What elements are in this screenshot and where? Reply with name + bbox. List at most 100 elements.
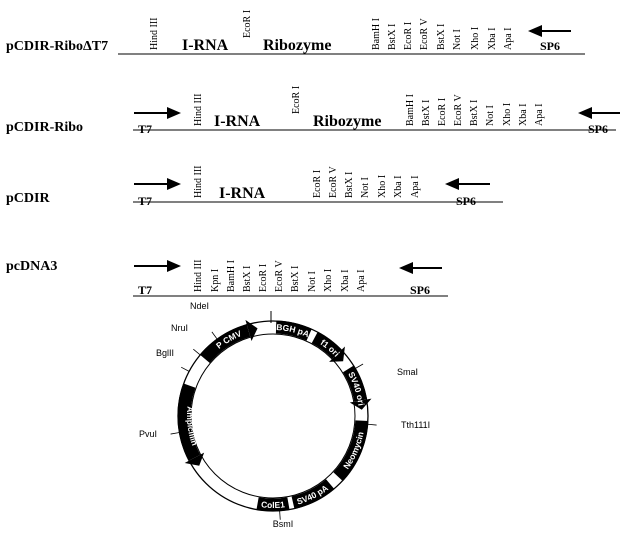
restriction-site-label: BstX I bbox=[242, 266, 253, 292]
restriction-site-label: Xho I bbox=[502, 103, 513, 126]
restriction-site-label: BamH I bbox=[226, 260, 237, 292]
segment-sv40-ori-arrowhead bbox=[349, 398, 372, 410]
restriction-site-label: EcoR I bbox=[312, 170, 323, 198]
restriction-site-label: BstX I bbox=[290, 266, 301, 292]
restriction-site-label: Hind III bbox=[193, 94, 204, 127]
segment-bgh-pa-band bbox=[275, 320, 312, 341]
restriction-site-label: EcoR I bbox=[242, 10, 253, 38]
restriction-site-label: Kpn I bbox=[210, 269, 221, 292]
restriction-site-label: Xho I bbox=[470, 27, 481, 50]
segment-f1-ori-band bbox=[311, 331, 342, 359]
site-tick bbox=[180, 366, 190, 372]
t7-arrow-head bbox=[167, 260, 181, 272]
restriction-site-label: Xho I bbox=[323, 269, 334, 292]
ribozyme-label: Ribozyme bbox=[313, 113, 381, 130]
plasmid-site-label: PvuI bbox=[139, 429, 157, 439]
restriction-site-label: Xba I bbox=[518, 104, 529, 127]
restriction-site-label: EcoR I bbox=[291, 86, 302, 114]
plasmid-inner-circle bbox=[190, 333, 356, 499]
segment-ampicillin-band bbox=[177, 383, 201, 461]
restriction-site-label: BstX I bbox=[421, 100, 432, 126]
segment-cole1-band bbox=[256, 497, 290, 512]
sp6-arrow-head bbox=[445, 178, 459, 190]
restriction-site-label: EcoR V bbox=[328, 165, 339, 198]
site-tick bbox=[279, 510, 281, 520]
t7-arrow-head bbox=[167, 107, 181, 119]
t7-label: T7 bbox=[138, 283, 152, 297]
sp6-arrow-head bbox=[578, 107, 592, 119]
irna-label: I-RNA bbox=[214, 113, 261, 130]
restriction-site-label: Apa I bbox=[356, 270, 367, 293]
restriction-site-label: Not I bbox=[360, 177, 371, 198]
sp6-label: SP6 bbox=[588, 122, 608, 136]
site-tick bbox=[367, 423, 377, 426]
restriction-site-label: EcoR I bbox=[437, 98, 448, 126]
plasmid-site-label: NdeI bbox=[190, 301, 209, 311]
segment-neomycin-band bbox=[333, 420, 369, 482]
restriction-site-label: BamH I bbox=[371, 18, 382, 50]
restriction-site-label: EcoR V bbox=[274, 259, 285, 292]
restriction-site-label: Not I bbox=[485, 105, 496, 126]
plasmid-site-label: BsmI bbox=[273, 519, 294, 529]
restriction-site-label: BstX I bbox=[469, 100, 480, 126]
restriction-site-label: BamH I bbox=[405, 94, 416, 126]
segment-sv40-pa-band bbox=[291, 479, 335, 510]
irna-label: I-RNA bbox=[182, 37, 229, 54]
restriction-site-label: BstX I bbox=[344, 172, 355, 198]
restriction-site-label: Not I bbox=[307, 271, 318, 292]
plasmid-site-label: NruI bbox=[171, 323, 188, 333]
t7-label: T7 bbox=[138, 122, 152, 136]
segment-cole1-label-text: ColE1 bbox=[261, 499, 286, 510]
segment-ampicillin-arrowhead bbox=[184, 452, 205, 466]
plasmid-site-label: Tth111I bbox=[401, 420, 430, 430]
sp6-arrow-head bbox=[528, 25, 542, 37]
construct-3: pcDNA3 Hind III Kpn I BamH I BstX I EcoR I Eco… bbox=[6, 259, 448, 297]
restriction-site-label: Hind III bbox=[193, 260, 204, 293]
restriction-site-label: Apa I bbox=[534, 104, 545, 127]
sp6-arrow-head bbox=[399, 262, 413, 274]
site-tick bbox=[355, 363, 364, 369]
restriction-site-label: Xba I bbox=[487, 28, 498, 51]
plasmid-site-label: SmaI bbox=[397, 367, 418, 377]
segment-cole1-label: ColE1 bbox=[261, 499, 286, 510]
site-tick bbox=[193, 348, 201, 356]
construct-2: pCDIR Hind III EcoR I EcoR V BstX I Not I Xho … bbox=[6, 165, 503, 208]
irna-label: I-RNA bbox=[219, 185, 266, 202]
t7-label: T7 bbox=[138, 194, 152, 208]
restriction-site-label: Apa I bbox=[503, 28, 514, 51]
site-tick bbox=[211, 331, 218, 340]
restriction-site-label: Xba I bbox=[340, 270, 351, 293]
construct-name: pCDIR-Ribo bbox=[6, 120, 83, 135]
sp6-label: SP6 bbox=[456, 194, 476, 208]
construct-name: pCDIR-RiboΔT7 bbox=[6, 39, 108, 54]
segment-f1-ori-arrowhead bbox=[329, 346, 345, 362]
restriction-site-label: Not I bbox=[452, 29, 463, 50]
plasmid-site-label: BglII bbox=[156, 348, 174, 358]
site-tick bbox=[170, 432, 180, 435]
construct-1: pCDIR-Ribo Hind III EcoR I BamH I BstX I EcoR… bbox=[6, 86, 620, 136]
restriction-site-label: BstX I bbox=[436, 24, 447, 50]
sp6-label: SP6 bbox=[410, 283, 430, 297]
restriction-site-label: Hind III bbox=[193, 166, 204, 199]
restriction-site-label: EcoR I bbox=[258, 264, 269, 292]
restriction-site-label: Xho I bbox=[377, 175, 388, 198]
t7-arrow-head bbox=[167, 178, 181, 190]
restriction-site-label: Xba I bbox=[393, 176, 404, 199]
construct-0: pCDIR-RiboΔT7 Hind III EcoR I BamH I BstX I E… bbox=[6, 10, 585, 55]
restriction-site-label: EcoR I bbox=[403, 22, 414, 50]
restriction-site-label: EcoR V bbox=[453, 93, 464, 126]
restriction-site-label: Hind III bbox=[149, 18, 160, 51]
segment-pcmv-band bbox=[199, 324, 251, 364]
segment-pcmv-arrowhead bbox=[245, 319, 258, 342]
construct-name: pCDIR bbox=[6, 191, 50, 206]
ribozyme-label: Ribozyme bbox=[263, 37, 331, 54]
construct-name: pcDNA3 bbox=[6, 259, 57, 274]
sp6-label: SP6 bbox=[540, 39, 560, 53]
restriction-site-label: BstX I bbox=[387, 24, 398, 50]
restriction-site-label: Apa I bbox=[410, 176, 421, 199]
segment-sv40-ori-band bbox=[342, 365, 368, 402]
restriction-site-label: EcoR V bbox=[419, 17, 430, 50]
